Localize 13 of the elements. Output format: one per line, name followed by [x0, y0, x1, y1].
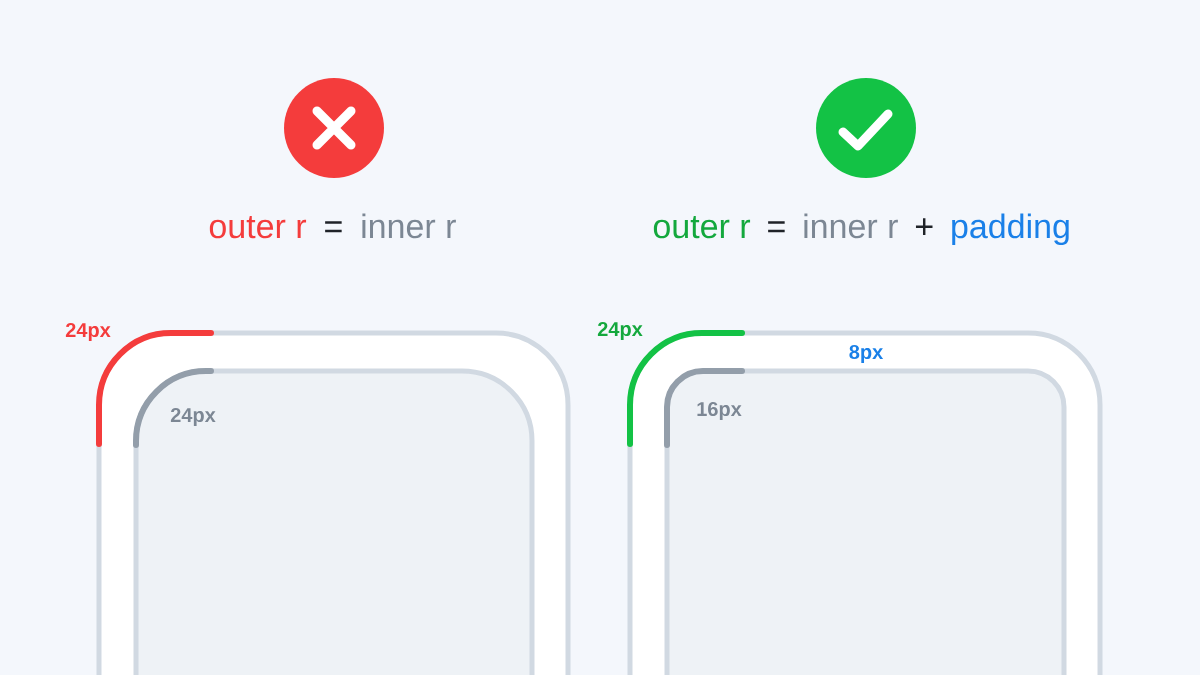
radius-label: 24px [65, 322, 111, 342]
formula-term: outer r [209, 216, 307, 239]
equals-sign: = [325, 221, 342, 233]
formula-term: inner r [804, 213, 898, 239]
formula-term: outer r [653, 216, 751, 239]
plus-sign: + [915, 218, 933, 235]
padding-label: 8px [849, 344, 884, 364]
formula-term: padding [952, 213, 1069, 246]
radius-label: 24px [170, 407, 216, 427]
equals-sign: = [768, 221, 785, 233]
formula-term: inner r [362, 213, 456, 239]
radius-label: 24px [597, 321, 643, 341]
radius-label: 16px [697, 401, 742, 421]
